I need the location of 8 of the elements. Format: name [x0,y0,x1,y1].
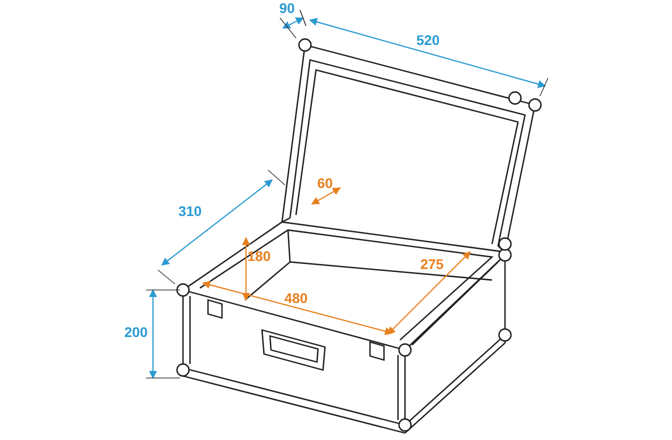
dimension-label: 200 [124,325,148,339]
dimension-label: 310 [178,204,202,218]
dimension-label: 180 [247,249,271,263]
dimension-label: 520 [416,33,440,47]
dimension-label: 480 [284,291,308,305]
dimension-label: 90 [279,1,295,15]
dimension-label: 275 [420,257,444,271]
dimension-label: 60 [317,176,333,190]
